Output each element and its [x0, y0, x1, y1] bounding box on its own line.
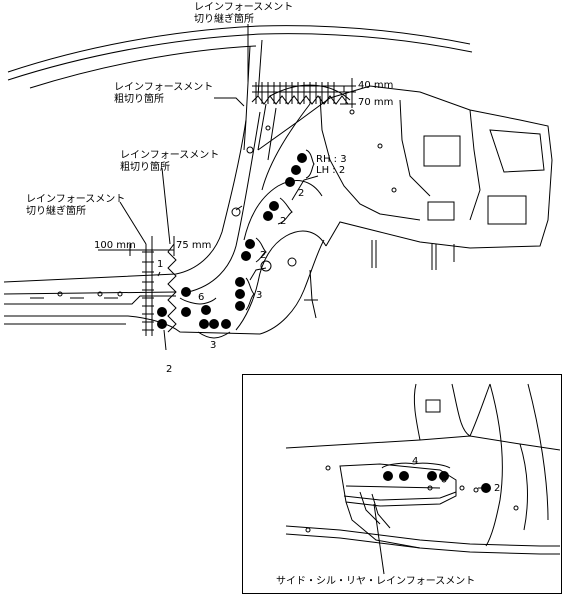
label-reinforcement-rough-cut-mid: レインフォースメント 粗切り箇所: [120, 150, 220, 173]
callout-4: 4: [412, 456, 419, 467]
dimension-40: 40 mm: [358, 80, 394, 91]
dimension-100: 100 mm: [94, 240, 136, 251]
spot-weld: [285, 177, 295, 187]
inset-frame: [242, 374, 562, 594]
label-reinforcement-splice-left: レインフォースメント 切り継ぎ箇所: [26, 194, 126, 217]
callout-3b: 3: [210, 340, 217, 351]
label-reinforcement-rough-cut-top: レインフォースメント 粗切り箇所: [114, 82, 214, 105]
leader-2-left: [163, 329, 167, 351]
spot-weld: [399, 471, 409, 481]
spot-weld: [263, 211, 273, 221]
roof-outline: [7, 25, 473, 151]
reinforcement-rough-cut-line-left: [167, 243, 177, 333]
spot-weld: [291, 165, 301, 175]
leader-rough-cut-mid: [161, 167, 171, 245]
spot-weld: [157, 319, 167, 329]
spot-weld: [157, 307, 167, 317]
spot-weld: [235, 289, 245, 299]
callout-6: 6: [198, 292, 205, 303]
reinforcement-rough-cut-line-top: [251, 85, 350, 105]
dimension-100-75: [98, 236, 175, 256]
spot-weld: [427, 471, 437, 481]
group-braces: [179, 149, 315, 339]
dimension-75: 75 mm: [176, 240, 212, 251]
callout-2e: 2: [494, 483, 501, 494]
spot-weld: [221, 319, 231, 329]
label-reinforcement-splice-top: レインフォースメント 切り継ぎ箇所: [194, 2, 294, 25]
callout-2b: 2: [280, 216, 287, 227]
callout-2c: 2: [260, 250, 267, 261]
callout-3a: 3: [256, 290, 263, 301]
dimension-70: 70 mm: [358, 97, 394, 108]
splice-hatch-left: [142, 244, 154, 336]
callout-1: 1: [157, 259, 164, 270]
quarter-panel-outline: [3, 84, 553, 335]
spot-weld: [201, 305, 211, 315]
callout-rh: RH : 3: [316, 154, 347, 165]
spot-weld: [181, 287, 191, 297]
splice-hatch-top: [255, 82, 335, 104]
leader-1: [157, 271, 161, 277]
inset-spot-welds: [383, 471, 491, 493]
spot-weld: [241, 251, 251, 261]
spot-weld: [481, 483, 491, 493]
spot-weld: [269, 201, 279, 211]
spot-weld: [235, 277, 245, 287]
spot-weld: [181, 307, 191, 317]
spot-weld: [235, 301, 245, 311]
label-side-sill-rear-reinforcement: サイド・シル・リヤ・レインフォースメント: [276, 576, 476, 587]
callout-lh: LH : 2: [316, 165, 346, 176]
spot-weld: [209, 319, 219, 329]
spot-welds: [157, 153, 307, 329]
leader-splice-left: [119, 201, 147, 245]
spot-weld: [245, 239, 255, 249]
leader-rough-cut-top: [214, 97, 245, 107]
spot-weld: [199, 319, 209, 329]
callout-2a: 2: [298, 188, 305, 199]
dimension-40-70: [340, 78, 356, 108]
callout-2d: 2: [166, 364, 173, 375]
spot-weld: [439, 471, 449, 481]
spot-weld: [383, 471, 393, 481]
spot-weld: [297, 153, 307, 163]
